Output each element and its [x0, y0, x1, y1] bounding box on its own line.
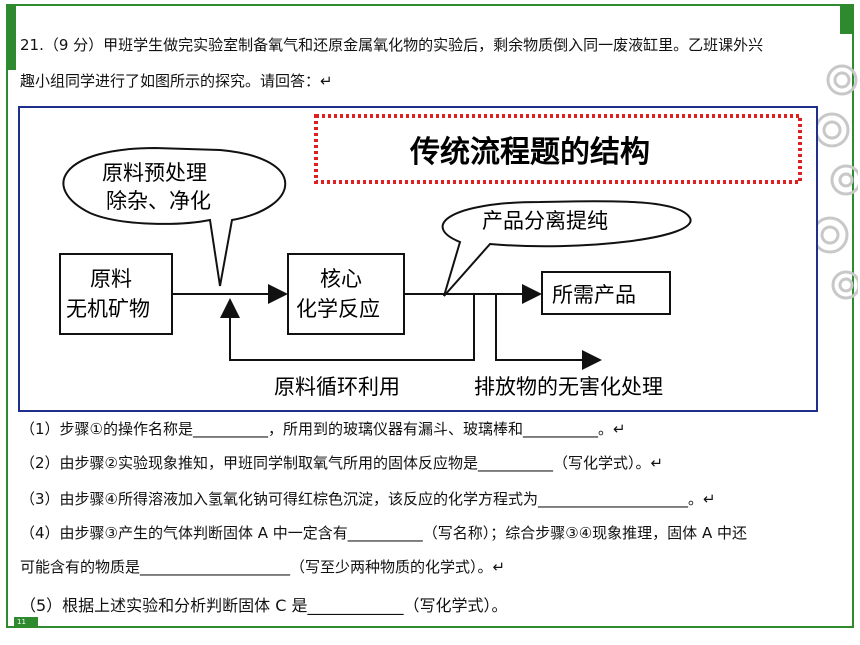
page-number: 11: [14, 617, 38, 627]
question-line-2: 趣小组同学进行了如图所示的探究。请回答：↵: [20, 72, 333, 90]
separation-bubble: [441, 200, 692, 297]
raw-line2: 无机矿物: [66, 297, 150, 321]
raw-material-box: [59, 253, 173, 335]
sub-question-2: （2）由步骤②实验现象推知，甲班同学制取氧气所用的固体反应物是_________…: [20, 454, 664, 472]
core-line2: 化学反应: [296, 297, 380, 321]
green-accent-bar: [6, 4, 16, 70]
slide-border: [6, 4, 854, 628]
product-box: [541, 271, 671, 315]
product-label: 所需产品: [552, 283, 636, 307]
raw-line1: 原料: [90, 267, 132, 291]
diagram-title: 传统流程题的结构: [409, 135, 650, 170]
sub-question-4: （4）由步骤③产生的气体判断固体 A 中一定含有__________（写名称）；…: [20, 524, 747, 542]
sub-question-3: （3）由步骤④所得溶液加入氢氧化钠可得红棕色沉淀，该反应的化学方程式为_____…: [20, 490, 716, 508]
waste-arrow: [495, 294, 602, 370]
recycle-label: 原料循环利用: [274, 375, 400, 399]
sub-question-5: （5）根据上述实验和分析判断固体 C 是____________（写化学式）。: [20, 596, 508, 615]
recycle-loop-arrow: [220, 294, 475, 361]
sub-question-4-cont: 可能含有的物质是____________________（写至少两种物质的化学式…: [20, 558, 506, 576]
pretreatment-line1: 原料预处理: [102, 161, 207, 185]
core-line1: 核心: [320, 267, 362, 291]
core-reaction-box: [287, 253, 405, 335]
cloud-pattern-decoration: [811, 64, 858, 300]
waste-label: 排放物的无害化处理: [474, 375, 663, 399]
flowchart-svg: 传统流程题的结构 原料预处理 除杂、净化 原料 无机矿物 核心 化学反应 产品分…: [59, 114, 802, 399]
pretreatment-bubble: [62, 146, 287, 287]
title-dotted-frame: [314, 114, 802, 184]
sub-question-1: （1）步骤①的操作名称是__________，所用到的玻璃仪器有漏斗、玻璃棒和_…: [20, 420, 626, 438]
pretreatment-line2: 除杂、净化: [106, 189, 211, 213]
question-line-1: 21.（9 分）甲班学生做完实验室制备氧气和还原金属氧化物的实验后，剩余物质倒入…: [20, 36, 764, 54]
green-accent-tab: [840, 4, 854, 34]
flowchart-diagram: 传统流程题的结构 原料预处理 除杂、净化 原料 无机矿物 核心 化学反应 产品分…: [18, 106, 818, 412]
separation-label: 产品分离提纯: [482, 209, 608, 233]
